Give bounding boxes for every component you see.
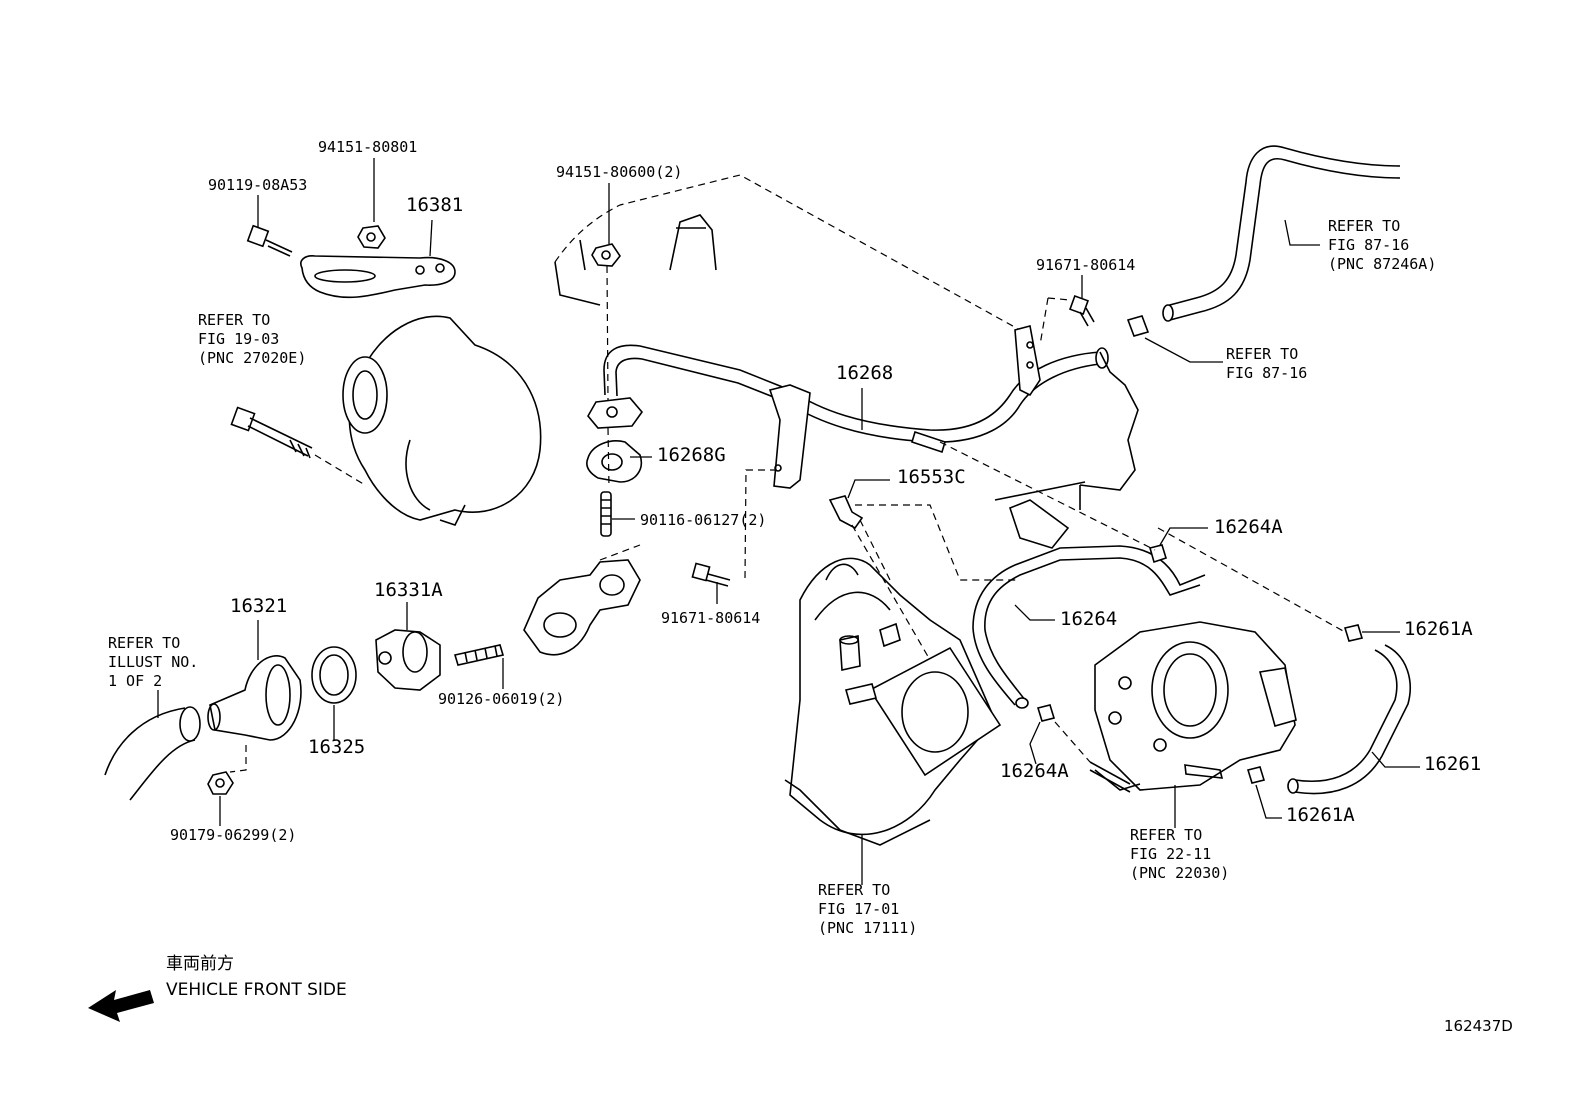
bolt-91671-top <box>1069 295 1095 327</box>
gasket-16268G <box>586 440 642 483</box>
ref-line: ILLUST NO. <box>108 653 199 671</box>
bracket-16381 <box>300 255 456 299</box>
label-16264A-top[interactable]: 16264A <box>1214 516 1283 538</box>
stud-90126 <box>453 644 505 666</box>
hose-16261 <box>1287 644 1411 795</box>
label-90179-06299[interactable]: 90179-06299(2) <box>170 826 297 844</box>
clip-16553C <box>828 495 864 530</box>
clamps <box>1036 544 1364 793</box>
label-16261A-top[interactable]: 16261A <box>1404 618 1473 640</box>
label-90116-06127[interactable]: 90116-06127(2) <box>640 511 767 529</box>
thermostat-16331A <box>375 629 441 691</box>
label-16268G[interactable]: 16268G <box>657 444 726 466</box>
bolt-90119 <box>246 224 293 257</box>
front-side-jp: 車両前方 <box>166 954 234 974</box>
bolt-long-left <box>230 406 313 459</box>
throttle-body <box>1094 621 1297 791</box>
water-outlet <box>523 544 641 656</box>
alternator-assembly <box>342 315 542 526</box>
label-16264[interactable]: 16264 <box>1060 608 1118 630</box>
label-16325[interactable]: 16325 <box>308 736 366 758</box>
ref-line: (PNC 22030) <box>1130 864 1230 882</box>
hose-16264 <box>972 545 1206 709</box>
bolt-91671-mid <box>691 562 731 587</box>
vehicle-front-arrow-icon <box>88 990 154 1022</box>
ref-line: REFER TO <box>818 881 891 899</box>
label-16321[interactable]: 16321 <box>230 595 288 617</box>
ref-line: REFER TO <box>198 311 271 329</box>
label-90119-08A53[interactable]: 90119-08A53 <box>208 176 308 194</box>
ref-line: (PNC 87246A) <box>1328 255 1437 273</box>
hose-left <box>104 706 201 801</box>
label-16553C[interactable]: 16553C <box>897 466 966 488</box>
label-90126-06019[interactable]: 90126-06019(2) <box>438 690 565 708</box>
label-16381[interactable]: 16381 <box>406 194 464 216</box>
label-16261[interactable]: 16261 <box>1424 753 1482 775</box>
engine-cover-outline <box>554 174 1021 331</box>
ref-line: FIG 19-03 <box>198 330 280 348</box>
front-side-en: VEHICLE FRONT SIDE <box>166 980 347 1000</box>
water-inlet-16321 <box>207 655 302 741</box>
nut-94151-80801 <box>357 225 386 249</box>
ref-line: FIG 87-16 <box>1226 364 1308 382</box>
hose-87246A <box>1126 145 1401 337</box>
ref-line: (PNC 27020E) <box>198 349 307 367</box>
intake-manifold <box>784 557 1002 846</box>
label-16268[interactable]: 16268 <box>836 362 894 384</box>
label-94151-80600[interactable]: 94151-80600(2) <box>556 163 683 181</box>
gasket-16325 <box>311 646 357 704</box>
leader-lines <box>157 158 1420 885</box>
engine-block-right <box>994 351 1139 549</box>
diagram-id: 162437D <box>1444 1017 1513 1035</box>
ref-line: REFER TO <box>1130 826 1203 844</box>
nut-90179 <box>207 771 234 795</box>
label-94151-80801[interactable]: 94151-80801 <box>318 138 418 156</box>
label-91671-80614-top[interactable]: 91671-80614 <box>1036 256 1136 274</box>
ref-line: REFER TO <box>1226 345 1299 363</box>
ref-line: (PNC 17111) <box>818 919 918 937</box>
label-16261A-bot[interactable]: 16261A <box>1286 804 1355 826</box>
ref-line: 1 OF 2 <box>108 672 163 690</box>
label-91671-80614-mid[interactable]: 91671-80614 <box>661 609 761 627</box>
ref-line: FIG 87-16 <box>1328 236 1410 254</box>
ref-line: FIG 22-11 <box>1130 845 1212 863</box>
label-16264A-bot[interactable]: 16264A <box>1000 760 1069 782</box>
nut-94151-80600 <box>591 243 621 267</box>
ref-line: FIG 17-01 <box>818 900 900 918</box>
ref-line: REFER TO <box>108 634 181 652</box>
label-16331A[interactable]: 16331A <box>374 579 443 601</box>
pipe-16268 <box>587 325 1109 489</box>
stud-90116 <box>600 491 612 537</box>
ref-line: REFER TO <box>1328 217 1401 235</box>
